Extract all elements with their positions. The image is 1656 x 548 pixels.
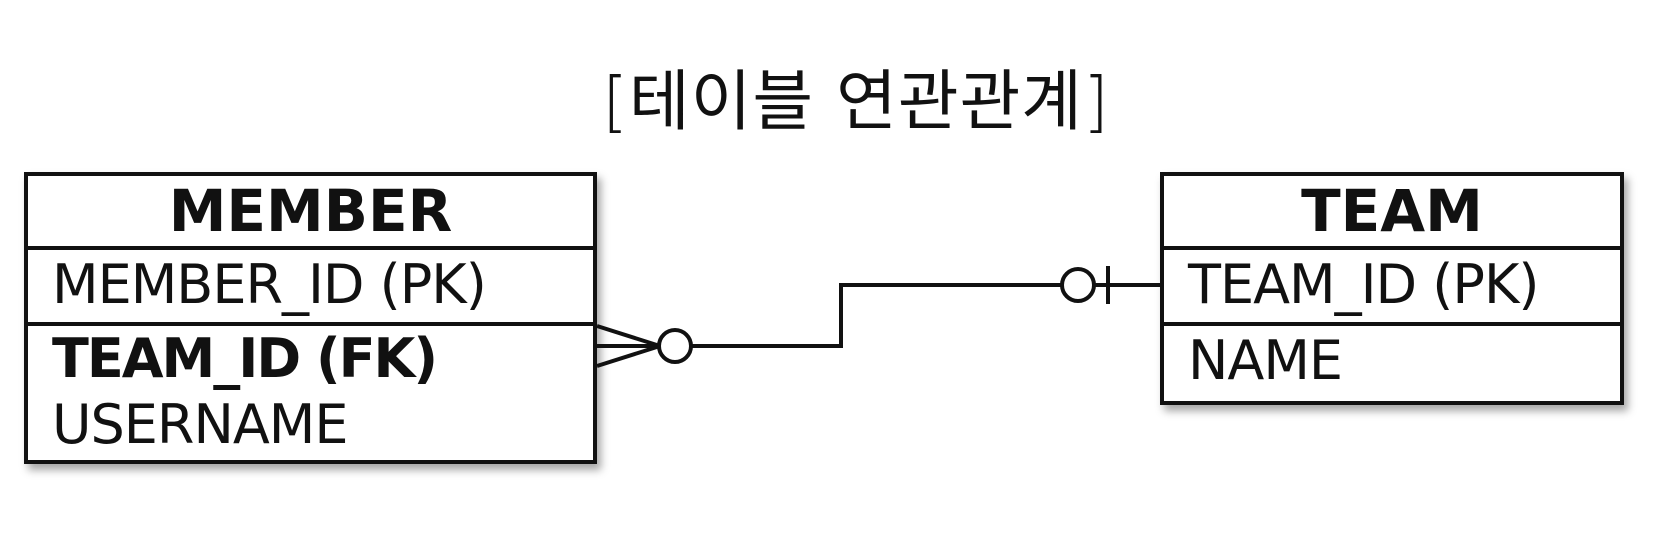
- member-entity[interactable]: MEMBER MEMBER_ID (PK) TEAM_ID (FK) USERN…: [24, 172, 597, 464]
- team-name-column: NAME: [1188, 329, 1343, 392]
- team-entity[interactable]: TEAM TEAM_ID (PK) NAME: [1160, 172, 1624, 405]
- member-pk-column: MEMBER_ID (PK): [52, 253, 487, 316]
- optional-circle-icon: [1060, 267, 1096, 303]
- team-pk-column: TEAM_ID (PK): [1188, 253, 1539, 316]
- diagram-title: [테이블 연관관계]: [602, 63, 1110, 140]
- member-entity-name: MEMBER: [28, 176, 593, 250]
- member-pk-section: MEMBER_ID (PK): [28, 250, 593, 326]
- member-fk-column: TEAM_ID (FK): [52, 327, 438, 390]
- relationship-line: [692, 283, 1063, 348]
- member-attributes-section: TEAM_ID (FK) USERNAME: [28, 326, 593, 460]
- member-username-column: USERNAME: [52, 393, 349, 456]
- team-attributes-section: NAME: [1164, 326, 1620, 401]
- team-entity-name: TEAM: [1164, 176, 1620, 250]
- crows-foot-many-icon: [596, 324, 661, 368]
- team-pk-section: TEAM_ID (PK): [1164, 250, 1620, 326]
- optional-circle-icon: [657, 328, 693, 364]
